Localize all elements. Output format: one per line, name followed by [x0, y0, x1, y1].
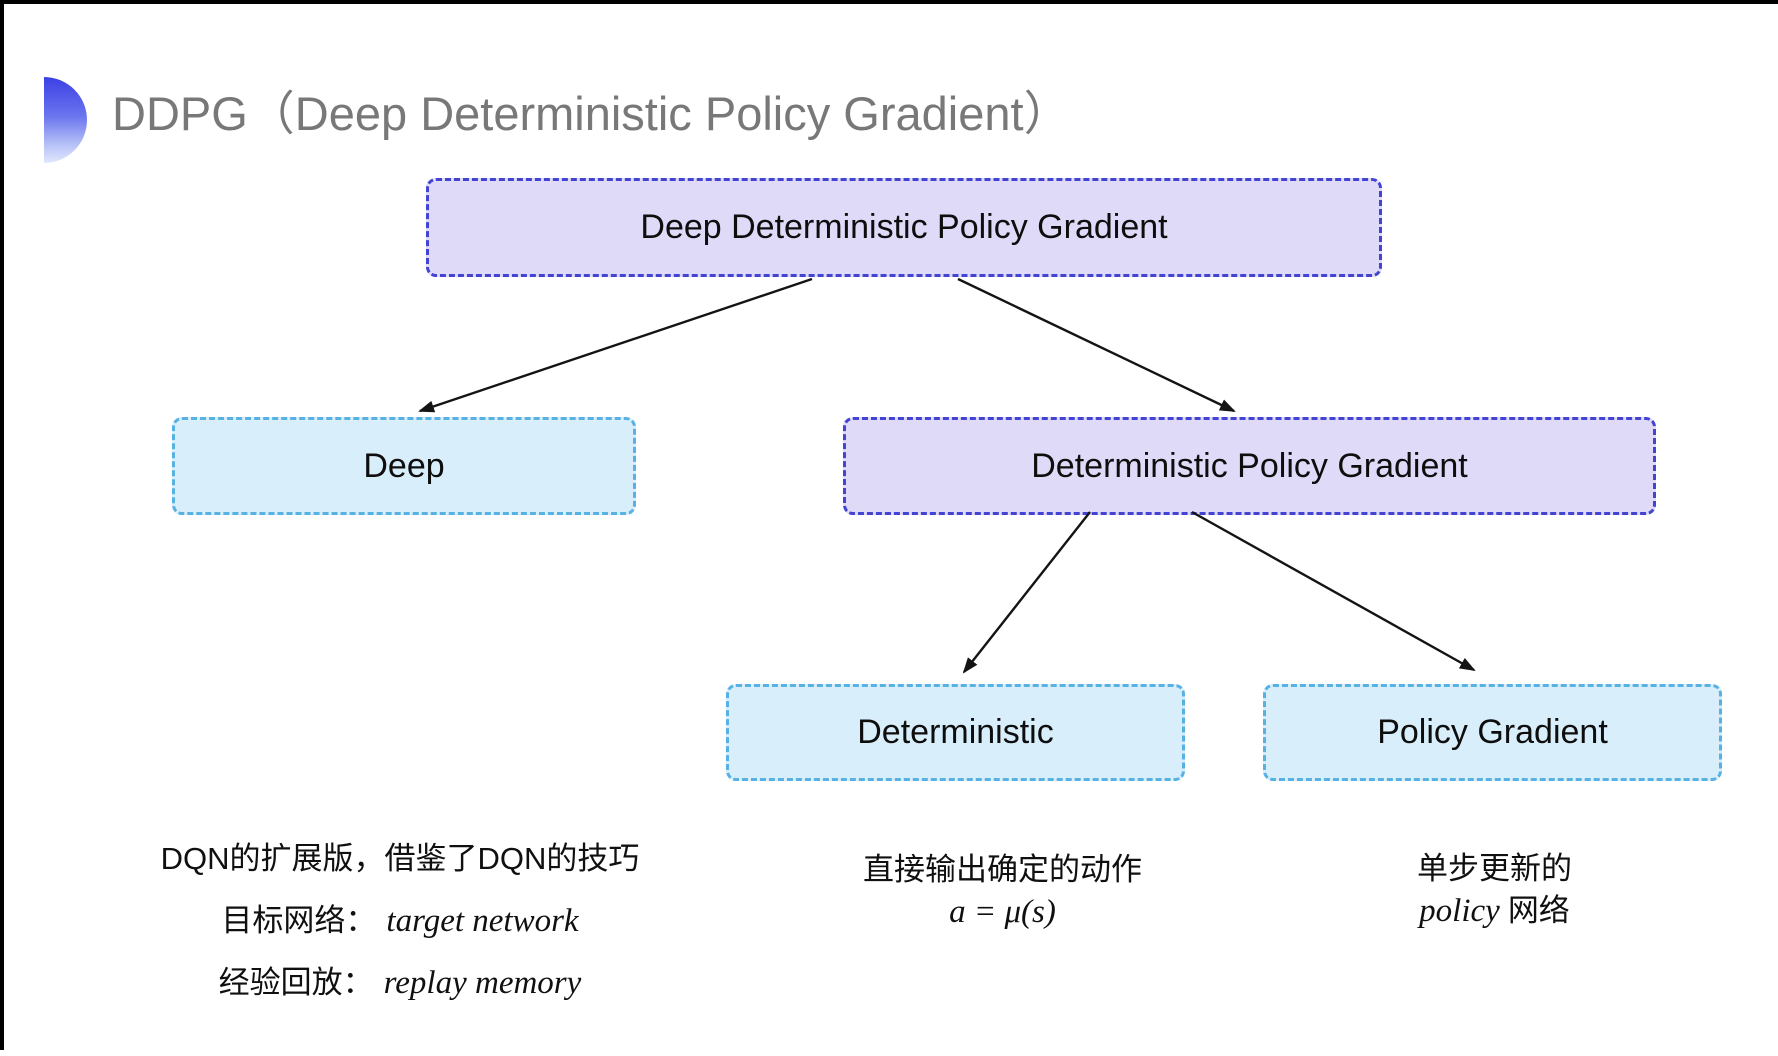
node-deterministic-policy-gradient: Deterministic Policy Gradient: [843, 417, 1656, 515]
note-label: 网络: [1507, 893, 1570, 928]
node-deterministic: Deterministic: [726, 684, 1185, 781]
arrow-root-to-deep: [418, 277, 813, 413]
note-line: 经验回放： replay memory: [120, 952, 680, 1014]
note-dqn-extension: DQN的扩展版，借鉴了DQN的技巧 目标网络： target network 经验…: [120, 828, 680, 1014]
node-policy-gradient: Policy Gradient: [1263, 684, 1722, 781]
arrow-dpg-to-deterministic: [962, 511, 1091, 674]
arrow-dpg-to-policy-gradient: [1191, 510, 1476, 672]
node-label: Policy Gradient: [1377, 713, 1608, 751]
frame-top-line: [0, 0, 1778, 4]
note-label: 目标网络：: [221, 903, 377, 938]
arrow-root-to-dpg: [957, 277, 1236, 413]
node-deep: Deep: [172, 417, 636, 515]
slide-title: DDPG（Deep Deterministic Policy Gradient）: [112, 87, 1071, 140]
note-line: 直接输出确定的动作: [863, 852, 1142, 887]
node-deep-deterministic-policy-gradient: Deep Deterministic Policy Gradient: [426, 178, 1382, 277]
node-label: Deep Deterministic Policy Gradient: [640, 208, 1168, 246]
frame-left-line: [0, 0, 4, 1050]
note-formula: a = μ(s): [949, 894, 1056, 930]
note-term-replay-memory: replay memory: [383, 965, 582, 1001]
note-deterministic-action: 直接输出确定的动作 a = μ(s): [780, 849, 1225, 933]
node-label: Deep: [363, 446, 445, 485]
node-label: Deterministic: [857, 713, 1054, 751]
note-line: DQN的扩展版，借鉴了DQN的技巧: [160, 841, 640, 876]
note-line: 单步更新的: [1417, 851, 1572, 886]
note-term-policy: policy: [1419, 893, 1500, 929]
note-line: 目标网络： target network: [120, 890, 680, 952]
note-label: 经验回放：: [218, 965, 374, 1000]
note-term-target-network: target network: [386, 903, 579, 939]
node-label: Deterministic Policy Gradient: [1031, 446, 1468, 485]
